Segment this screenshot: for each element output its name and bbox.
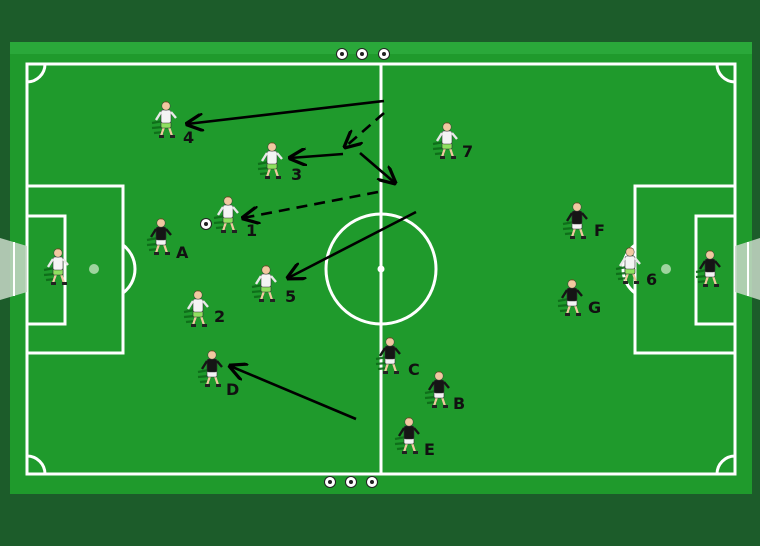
corner-arc-top-right	[715, 63, 736, 84]
player-e: E	[394, 417, 435, 459]
pitch-top-band	[10, 42, 752, 54]
player-goalkeeper-white	[43, 248, 69, 285]
player-goalkeeper-black	[695, 250, 721, 287]
players-layer: 4 3 1 2 5 7 6 A D C B E F G	[43, 101, 721, 459]
player-7: 7	[432, 122, 473, 161]
player-f: F	[562, 202, 605, 240]
pass-arrow-3	[290, 154, 344, 158]
player-1: 1	[213, 196, 257, 240]
player-label: 1	[246, 221, 257, 240]
player-d: D	[197, 350, 239, 399]
corner-arc-bottom-left	[26, 454, 47, 475]
corner-arc-bottom-right	[715, 454, 736, 475]
player-label: A	[176, 243, 189, 262]
player-2: 2	[183, 290, 225, 327]
center-spot	[377, 265, 385, 273]
pass-arrow-5	[243, 190, 379, 218]
left-penalty-spot	[89, 264, 99, 274]
center-circle	[324, 212, 438, 326]
player-b: B	[424, 371, 465, 413]
player-label: E	[424, 440, 435, 459]
soccer-ball-icon	[324, 476, 336, 488]
soccer-ball-icon	[356, 48, 368, 60]
player-6: 6	[615, 247, 657, 289]
left-penalty-arc	[122, 243, 137, 295]
player-label: 3	[291, 165, 302, 184]
player-g: G	[557, 279, 601, 317]
player-4: 4	[151, 101, 194, 147]
player-label: 7	[462, 142, 473, 161]
soccer-ball-icon	[366, 476, 378, 488]
soccer-ball-icon	[200, 218, 212, 230]
player-label: 5	[285, 287, 296, 306]
soccer-ball-icon	[378, 48, 390, 60]
player-5: 5	[251, 265, 296, 306]
player-label: C	[408, 360, 420, 379]
player-label: 2	[214, 307, 225, 326]
arrows-layer	[187, 99, 417, 421]
player-label: B	[453, 394, 465, 413]
pass-arrow-7	[230, 366, 357, 421]
player-label: 6	[646, 270, 657, 289]
player-label: D	[226, 380, 239, 399]
player-label: F	[594, 221, 605, 240]
pass-arrow-2	[345, 112, 385, 147]
left-goal	[0, 238, 27, 300]
player-label: G	[588, 298, 601, 317]
soccer-ball-icon	[336, 48, 348, 60]
right-penalty-spot	[661, 264, 671, 274]
pass-arrow-6	[288, 210, 417, 278]
player-label: 4	[183, 128, 194, 147]
pass-arrow-4	[359, 152, 395, 183]
player-c: C	[375, 337, 420, 379]
player-a: A	[146, 218, 189, 262]
right-goal	[735, 238, 760, 300]
pass-arrow-1	[187, 99, 385, 124]
soccer-ball-icon	[345, 476, 357, 488]
corner-arc-top-left	[26, 63, 47, 84]
player-3: 3	[257, 142, 302, 184]
balls-layer	[200, 48, 390, 488]
